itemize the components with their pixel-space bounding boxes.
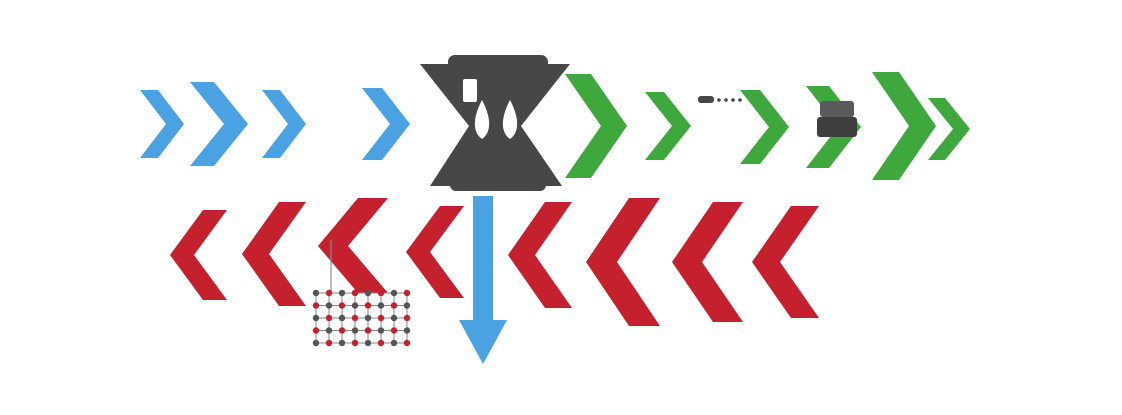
lattice-atom [351,339,359,347]
red-left-arrow [672,202,743,322]
lattice-atom [403,314,411,322]
lattice-atom [377,314,385,322]
green-right-arrow [740,90,789,164]
transfer-down-arrow [459,196,507,364]
down-arrow-head [459,320,507,364]
furnace-upper-body [420,64,570,126]
furnace-window [463,79,477,102]
substrate-dash [698,96,714,103]
substrate-dot [724,98,728,102]
substrate-dot [731,98,735,102]
droplet-icon [474,100,490,139]
lattice-atom [364,289,372,297]
substrate-dot [738,98,742,102]
red-left-arrow [170,210,227,300]
growth-arrows [565,72,970,180]
crystal-lattice [312,289,411,347]
green-right-arrow [645,92,691,160]
lattice-atom [325,327,333,334]
lattice-atom [338,314,346,322]
green-right-arrow [565,74,627,178]
lattice-atom [325,339,333,347]
lattice-atom [351,302,359,309]
furnace-icon [420,55,570,191]
lattice-atom [312,302,320,309]
substrate-dot [717,98,721,102]
red-left-arrow [508,202,572,308]
stack-top-layer [820,101,854,117]
red-left-arrow [318,198,388,293]
green-right-arrow [928,98,970,160]
lattice-atom [312,314,320,322]
furnace-lower-body [430,126,562,186]
lattice-atom [338,327,346,334]
furnace-base [450,179,546,191]
lattice-atom [377,302,385,309]
stack-bottom-layer [817,117,857,137]
lattice-atom [312,339,320,347]
lattice-atom [338,302,346,309]
lattice-atom [351,289,359,297]
return-arrows [170,198,819,326]
red-left-arrow [752,206,819,318]
lattice-atom [312,327,320,334]
lattice-atom [377,339,385,347]
lattice-atom [403,302,411,309]
lattice-atom [377,327,385,334]
lattice-atom [403,289,411,297]
lattice-atom [364,302,372,309]
lattice-atom [390,302,398,309]
red-left-arrow [586,198,660,326]
lattice-atom [364,327,372,334]
blue-right-arrow [140,90,184,158]
lattice-atom [390,327,398,334]
lattice-atom [351,327,359,334]
down-arrow-shaft [473,196,493,324]
lattice-atom [364,339,372,347]
lattice-atom [377,289,385,297]
blue-right-arrow [362,88,410,160]
substrate-icon [698,96,742,103]
green-right-arrow [872,72,936,180]
lattice-atom [325,302,333,309]
lattice-atom [364,314,372,322]
lattice-atom [403,327,411,334]
lattice-atom [338,289,346,297]
lattice-atom [390,314,398,322]
precursor-arrows [140,82,410,166]
lattice-atom [325,314,333,322]
lattice-atom [351,314,359,322]
lattice-atom [312,289,320,297]
lattice-atom [390,289,398,297]
lattice-atom [325,289,333,297]
blue-right-arrow [190,82,248,166]
lattice-atom [403,339,411,347]
droplet-icon [502,100,518,139]
blue-right-arrow [262,90,306,158]
lattice-atom [338,339,346,347]
red-left-arrow [242,202,306,306]
sample-stack-icon [817,101,857,137]
red-left-arrow [406,206,464,298]
lattice-atom [390,339,398,347]
